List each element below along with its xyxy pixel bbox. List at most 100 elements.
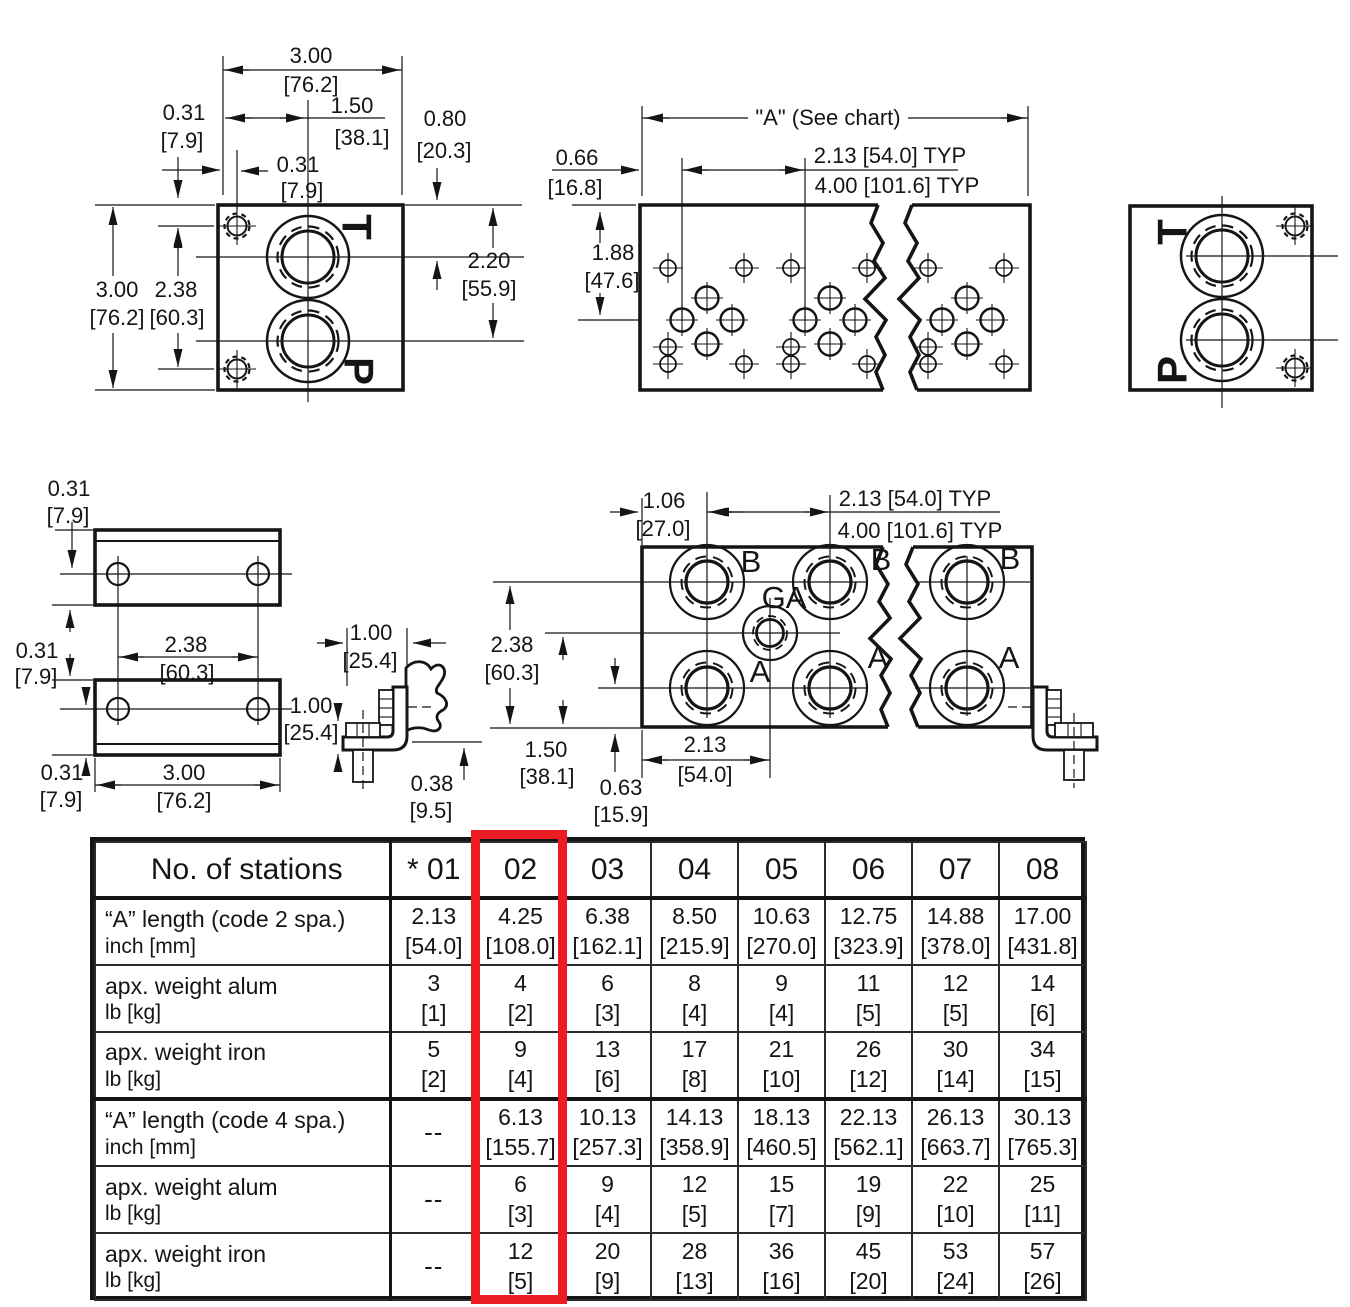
- module-break-outline: [404, 660, 448, 734]
- dim-ga-row-in: 1.50: [525, 737, 568, 762]
- chart-cell: 18.13[460.5]: [737, 1097, 826, 1167]
- dim-top-mm: [7.9]: [47, 503, 90, 528]
- port-t-label: T: [1149, 219, 1196, 245]
- dim-edge-mm: [27.0]: [635, 516, 690, 541]
- mount-hole: [216, 348, 258, 390]
- dim-width-mm: [76.2]: [156, 788, 211, 813]
- dim-span-mm: [60.3]: [159, 660, 214, 685]
- chart-cell: 10.13[257.3]: [563, 1097, 652, 1167]
- port-t-label: T: [334, 214, 381, 240]
- chart-cell: 8.50[215.9]: [650, 897, 739, 966]
- port-a-label: A: [750, 654, 771, 689]
- chart-col-header-08: 08: [998, 841, 1087, 900]
- dim-hole-x-in: 0.31: [277, 152, 320, 177]
- dim-height-mm: [76.2]: [89, 305, 144, 330]
- dim-a-row-mm: [15.9]: [593, 802, 648, 827]
- dim-a-see-chart: "A" (See chart): [755, 105, 900, 130]
- port-a-label: A: [999, 640, 1020, 675]
- chart-col-header-03: 03: [563, 841, 652, 900]
- dim-depth-mm: [47.6]: [584, 268, 639, 293]
- mount-hole: [1274, 205, 1316, 247]
- chart-col-header-06: 06: [824, 841, 913, 900]
- manifold-end-face: [216, 203, 405, 392]
- chart-cell: 13[6]: [563, 1031, 652, 1100]
- chart-cell: 6[3]: [563, 964, 652, 1033]
- mounting-bracket: [1031, 685, 1099, 752]
- dim-hole-x-mm: [7.9]: [281, 178, 324, 203]
- plate-front: [93, 678, 282, 757]
- end-view-left: T P 3.00 [76.2] 1.50 [38.1] 0.31 [7.9] 0…: [89, 43, 524, 402]
- chart-cell: 4[2]: [476, 964, 565, 1033]
- mount-hole: [216, 205, 258, 247]
- chart-cell: 4.25[108.0]: [476, 897, 565, 966]
- chart-cell: --: [389, 1097, 478, 1167]
- dim-ga-row-mm: [38.1]: [519, 764, 574, 789]
- dim-h-in: 1.00: [290, 693, 333, 718]
- chart-col-header-01: * 01: [389, 841, 478, 900]
- dim-width-mm: [76.2]: [283, 72, 338, 97]
- dim-end-in: 0.66: [556, 145, 599, 170]
- dim-hole-top-in: 0.31: [163, 100, 206, 125]
- dim-typ-station: 4.00 [101.6] TYP: [838, 518, 1003, 543]
- dim-typ-station: 4.00 [101.6] TYP: [815, 173, 980, 198]
- dim-mid-in: 0.31: [16, 638, 59, 663]
- dim-t-depth-mm: [20.3]: [416, 138, 471, 163]
- port-p-label: P: [1149, 356, 1196, 384]
- bottom-view: B B B A A A GA 1.06 [27.0] 2.13 [54.0] T…: [484, 486, 1099, 827]
- dim-port-x-in: 1.50: [331, 93, 374, 118]
- dim-end-mm: [16.8]: [547, 175, 602, 200]
- chart-row-label: “A” length (code 4 spa.)inch [mm]: [94, 1097, 392, 1167]
- chart-cell: 6.13[155.7]: [476, 1097, 565, 1167]
- dim-b-row-mm: [60.3]: [484, 660, 539, 685]
- chart-header-label: No. of stations: [94, 841, 392, 900]
- port-p-label: P: [336, 357, 383, 385]
- chart-cell: 21[10]: [737, 1031, 826, 1100]
- dim-height-in: 3.00: [96, 277, 139, 302]
- chart-cell: 14.88[378.0]: [911, 897, 1000, 966]
- dim-t-in: 0.38: [411, 771, 454, 796]
- manifold-end-face: [1128, 204, 1314, 392]
- top-view: "A" (See chart) 0.66 [16.8] 2.13 [54.0] …: [547, 105, 1032, 392]
- dim-a-row-in: 0.63: [600, 775, 643, 800]
- dim-span-in: 2.38: [165, 632, 208, 657]
- chart-cell: 14[6]: [998, 964, 1087, 1033]
- mount-hole: [1274, 347, 1316, 389]
- port-b-label: B: [871, 542, 892, 577]
- side-plates-view: 0.31 [7.9] 0.31 [7.9] 2.38 [60.3] 0.31 […: [15, 476, 292, 813]
- chart-cell: 5[2]: [389, 1031, 478, 1100]
- manifold-dimension-drawing: T P 3.00 [76.2] 1.50 [38.1] 0.31 [7.9] 0…: [15, 43, 1338, 827]
- station-hole-pattern: [913, 253, 1019, 379]
- dim-port-x-mm: [38.1]: [334, 125, 389, 150]
- dim-p-depth-mm: [55.9]: [461, 276, 516, 301]
- chart-cell: 30[14]: [911, 1031, 1000, 1100]
- station-hole-pattern: [653, 253, 759, 379]
- chart-col-header-04: 04: [650, 841, 739, 900]
- dim-p-depth-in: 2.20: [468, 248, 511, 273]
- dim-ga-x-mm: [54.0]: [677, 762, 732, 787]
- chart-cell: 53[24]: [911, 1232, 1000, 1301]
- dim-typ-pitch: 2.13 [54.0] TYP: [839, 486, 991, 511]
- chart-cell: 22[10]: [911, 1165, 1000, 1234]
- station-hole-pattern: [776, 253, 882, 379]
- dim-b-row-in: 2.38: [491, 632, 534, 657]
- chart-col-header-02: 02: [476, 841, 565, 900]
- dim-depth-in: 1.88: [592, 240, 635, 265]
- port-b-label: B: [741, 544, 762, 579]
- chart-col-header-05: 05: [737, 841, 826, 900]
- chart-cell: 28[13]: [650, 1232, 739, 1301]
- dim-mid-mm: [7.9]: [15, 664, 58, 689]
- dim-bot-mm: [7.9]: [40, 787, 83, 812]
- port-ga-label: GA: [762, 580, 807, 615]
- chart-cell: 26[12]: [824, 1031, 913, 1100]
- chart-cell: 17[8]: [650, 1031, 739, 1100]
- chart-cell: 17.00[431.8]: [998, 897, 1087, 966]
- dim-edge-in: 1.06: [643, 488, 686, 513]
- chart-cell: 26.13[663.7]: [911, 1097, 1000, 1167]
- chart-cell: 8[4]: [650, 964, 739, 1033]
- chart-cell: 57[26]: [998, 1232, 1087, 1301]
- chart-cell: 30.13[765.3]: [998, 1097, 1087, 1167]
- chart-row-label: “A” length (code 2 spa.)inch [mm]: [94, 897, 392, 966]
